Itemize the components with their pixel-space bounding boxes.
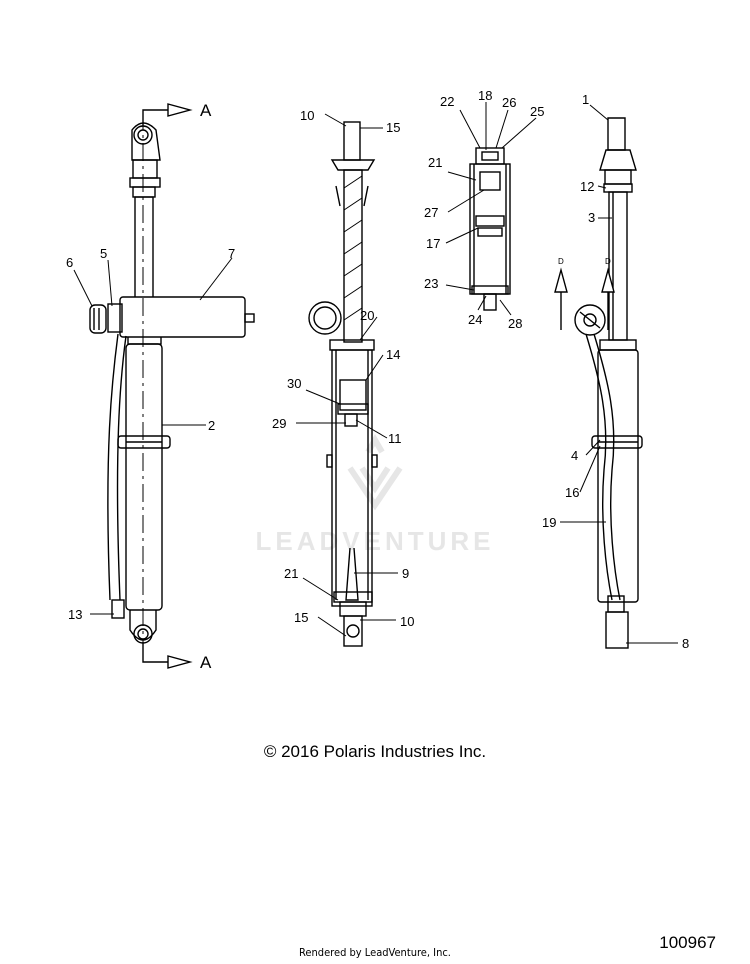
callout-25: 25: [530, 104, 544, 119]
watermark-text: LEADVENTURE: [255, 526, 494, 556]
callout-5: 5: [100, 246, 107, 261]
watermark: LEADVENTURE: [255, 434, 494, 556]
callout-27: 27: [424, 205, 438, 220]
callout-9: 9: [402, 566, 409, 581]
callout-30: 30: [287, 376, 301, 391]
callout-19: 19: [542, 515, 556, 530]
callout-labels: 1 2 3 4 5 6 7 8 9 10 10 11 12 13 14 15 1…: [66, 88, 689, 651]
diagram-id: 100967: [659, 933, 716, 952]
section-arrows-a: [142, 103, 193, 669]
callout-8: 8: [682, 636, 689, 651]
callout-16: 16: [565, 485, 579, 500]
callout-24: 24: [468, 312, 482, 327]
rendered-by-text: Rendered by LeadVenture, Inc.: [299, 946, 451, 959]
shock-section-view: [308, 121, 378, 647]
callout-7: 7: [228, 246, 235, 261]
callout-3: 3: [588, 210, 595, 225]
callout-11: 11: [388, 431, 402, 446]
callout-4: 4: [571, 448, 578, 463]
callout-1: 1: [582, 92, 589, 107]
callout-18: 18: [478, 88, 492, 103]
callout-22: 22: [440, 94, 454, 109]
callout-17: 17: [426, 236, 440, 251]
callout-20: 20: [360, 308, 374, 323]
callout-21-top: 21: [428, 155, 442, 170]
leader-lines: [73, 102, 678, 644]
callout-15-top: 15: [386, 120, 400, 135]
callout-28: 28: [508, 316, 522, 331]
callout-23: 23: [424, 276, 438, 291]
callout-14: 14: [386, 347, 400, 362]
callout-2: 2: [208, 418, 215, 433]
reservoir-section-view: [469, 147, 511, 311]
watermark-logo: [347, 434, 403, 511]
shock-view-right: [574, 117, 643, 649]
section-label-d-left: D: [558, 257, 564, 266]
section-label-d-right: D: [605, 257, 611, 266]
shock-view-left: [89, 112, 255, 660]
callout-10-bottom: 10: [400, 614, 414, 629]
callout-15-bottom: 15: [294, 610, 308, 625]
callout-26: 26: [502, 95, 516, 110]
callout-12: 12: [580, 179, 594, 194]
callout-13: 13: [68, 607, 82, 622]
section-label-a-top: A: [200, 101, 212, 120]
section-label-a-bottom: A: [200, 653, 212, 672]
callout-21-bottom: 21: [284, 566, 298, 581]
copyright-notice: © 2016 Polaris Industries Inc.: [263, 742, 487, 761]
section-arrows-d: [554, 267, 615, 330]
callout-6: 6: [66, 255, 73, 270]
callout-10-top: 10: [300, 108, 314, 123]
callout-29: 29: [272, 416, 286, 431]
